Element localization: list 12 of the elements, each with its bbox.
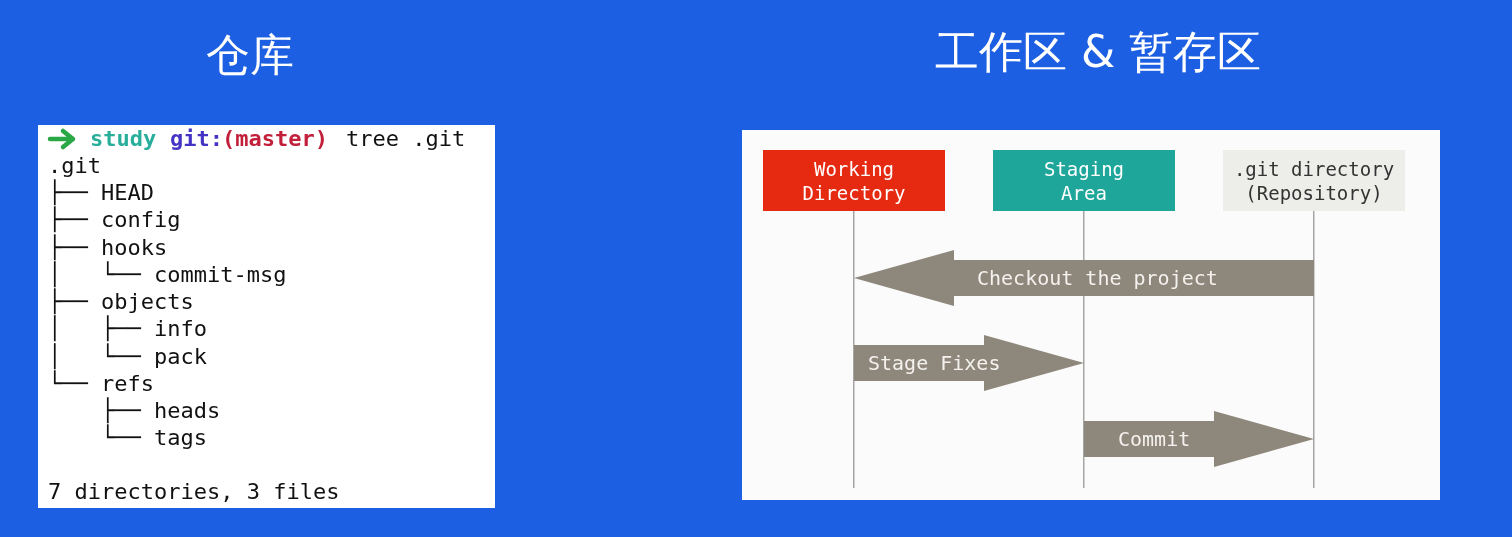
prompt-text: tree .git	[346, 128, 466, 150]
participant-lifeline: .git directory (Repository)	[1223, 150, 1405, 488]
terminal-line: 7 directories, 3 files	[48, 481, 340, 503]
heading: 工作区 & 暂存区	[935, 30, 1262, 74]
block-arrow	[1084, 411, 1314, 467]
prompt-text: study	[90, 128, 157, 150]
prompt-text: git:	[170, 128, 223, 150]
heading: 仓库	[206, 33, 294, 77]
block-arrow	[854, 250, 1314, 306]
prompt-text: (master)	[222, 128, 328, 150]
terminal-line: .git	[48, 155, 101, 177]
block-arrow	[854, 335, 1084, 391]
